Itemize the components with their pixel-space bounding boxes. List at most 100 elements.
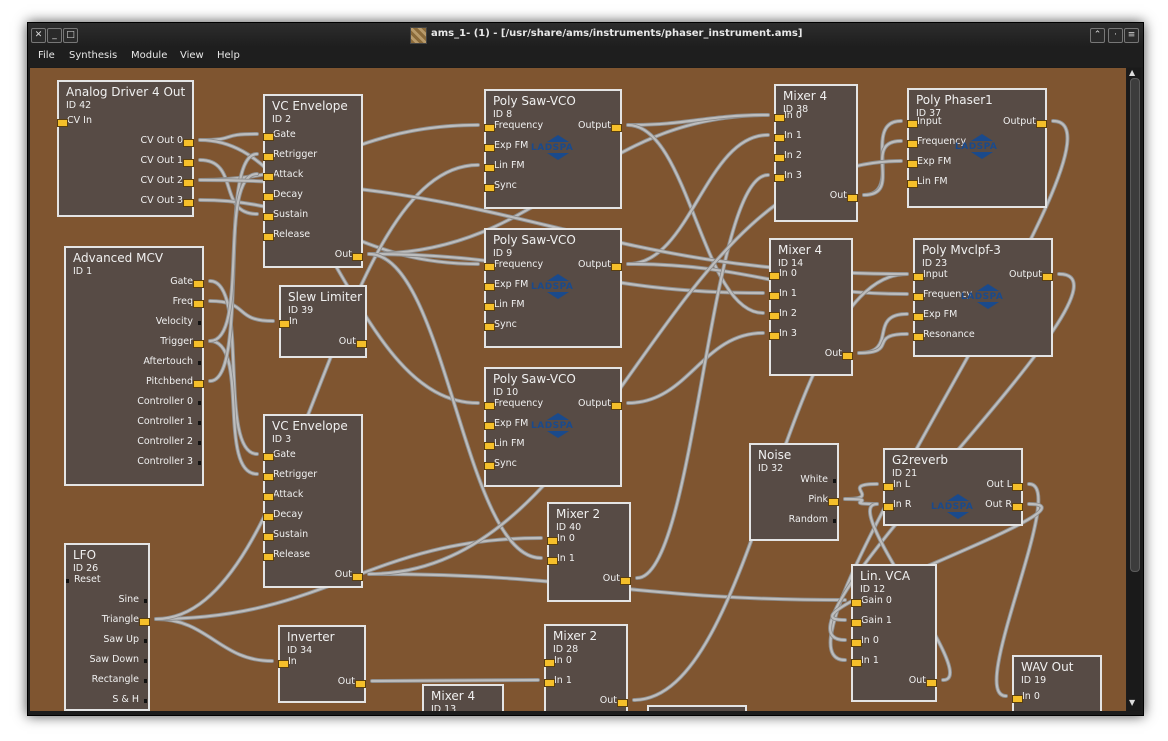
output-port[interactable]: CV Out 2 [140, 175, 195, 187]
input-port[interactable]: Exp FM [483, 418, 529, 430]
output-port[interactable]: Controller 3 [137, 456, 201, 467]
output-port[interactable]: Output [578, 259, 622, 271]
output-port[interactable]: Trigger [160, 336, 204, 348]
output-port[interactable]: Out [829, 190, 859, 202]
output-port[interactable]: Controller 2 [137, 436, 201, 447]
input-port[interactable]: Resonance [913, 329, 975, 341]
output-port[interactable]: CV Out 3 [140, 195, 195, 207]
input-port[interactable]: Gate [263, 449, 296, 461]
menu-view[interactable]: View [180, 50, 204, 61]
output-port[interactable]: Controller 0 [137, 396, 201, 407]
input-port[interactable]: Release [262, 549, 311, 561]
input-port[interactable]: In 0 [774, 110, 802, 122]
input-port[interactable]: Frequency [483, 398, 544, 410]
scroll-down-icon[interactable]: ▼ [1129, 698, 1136, 707]
title-bar[interactable]: ✕ _ □ ams_1- (1) - [/usr/share/ams/instr… [28, 23, 1143, 47]
input-port[interactable]: Sync [484, 180, 517, 192]
input-port[interactable]: Frequency [912, 289, 973, 301]
input-port[interactable]: Lin FM [484, 438, 525, 450]
input-port[interactable]: Exp FM [912, 309, 958, 321]
output-port[interactable]: White [800, 474, 836, 485]
input-port[interactable]: In 1 [851, 655, 879, 667]
output-port[interactable]: Aftertouch [143, 356, 201, 367]
output-port[interactable]: Output [1009, 269, 1053, 281]
input-port[interactable]: Exp FM [483, 140, 529, 152]
output-port[interactable]: S & H [112, 694, 147, 705]
output-port[interactable]: Out [908, 675, 938, 687]
input-port[interactable]: Gain 0 [851, 595, 892, 607]
output-port[interactable]: Random [788, 514, 837, 525]
output-port[interactable]: Pink [808, 494, 839, 506]
output-port[interactable]: Saw Up [103, 634, 147, 645]
input-port[interactable]: Retrigger [262, 149, 318, 161]
input-port[interactable]: Gain 1 [851, 615, 892, 627]
input-port[interactable]: Lin FM [484, 160, 525, 172]
output-port[interactable]: Velocity [155, 316, 202, 327]
input-port[interactable]: In L [882, 479, 911, 491]
shade-icon[interactable]: ⌃ [1090, 28, 1105, 43]
minimize-icon[interactable]: _ [47, 28, 62, 43]
input-port[interactable]: In 3 [774, 170, 802, 182]
menu-module[interactable]: Module [131, 50, 168, 61]
input-port[interactable]: In R [882, 499, 912, 511]
module-partial[interactable] [647, 705, 747, 711]
input-port[interactable]: Reset [66, 574, 101, 585]
maximize-icon[interactable]: □ [63, 28, 78, 43]
menu-help[interactable]: Help [217, 50, 240, 61]
vertical-scrollbar[interactable]: ▲ ▼ [1127, 68, 1141, 711]
input-port[interactable]: Release [262, 229, 311, 241]
input-port[interactable]: Exp FM [906, 156, 952, 168]
input-port[interactable]: In [278, 656, 297, 668]
output-port[interactable]: Controller 1 [137, 416, 201, 427]
input-port[interactable]: Attack [262, 169, 304, 181]
input-port[interactable]: Decay [263, 189, 303, 201]
input-port[interactable]: Exp FM [483, 279, 529, 291]
input-port[interactable]: Frequency [483, 120, 544, 132]
scroll-up-icon[interactable]: ▲ [1129, 68, 1136, 77]
window-menu-icon[interactable]: ≡ [1124, 28, 1139, 43]
output-port[interactable]: Out [338, 336, 368, 348]
close-icon[interactable]: ✕ [31, 28, 46, 43]
input-port[interactable]: Sustain [262, 529, 309, 541]
input-port[interactable]: Gate [263, 129, 296, 141]
input-port[interactable]: In 2 [769, 308, 797, 320]
input-port[interactable]: Frequency [483, 259, 544, 271]
output-port[interactable]: Triangle [101, 614, 151, 626]
input-port[interactable]: In 2 [774, 150, 802, 162]
input-port[interactable]: Retrigger [262, 469, 318, 481]
output-port[interactable]: Sine [118, 594, 147, 605]
output-port[interactable]: Saw Down [89, 654, 147, 665]
input-port[interactable]: In 3 [769, 328, 797, 340]
input-port[interactable]: In 0 [851, 635, 879, 647]
input-port[interactable]: Decay [263, 509, 303, 521]
input-port[interactable]: Frequency [906, 136, 967, 148]
input-port[interactable]: In [279, 316, 298, 328]
input-port[interactable]: In 1 [769, 288, 797, 300]
output-port[interactable]: Out [334, 569, 364, 581]
output-port[interactable]: Freq [172, 296, 205, 308]
input-port[interactable]: Lin FM [907, 176, 948, 188]
output-port[interactable]: Out R [985, 499, 1023, 511]
output-port[interactable]: Output [578, 120, 622, 132]
output-port[interactable]: Output [578, 398, 622, 410]
output-port[interactable]: Out [599, 695, 629, 707]
input-port[interactable]: Lin FM [484, 299, 525, 311]
sticky-icon[interactable]: · [1108, 28, 1123, 43]
